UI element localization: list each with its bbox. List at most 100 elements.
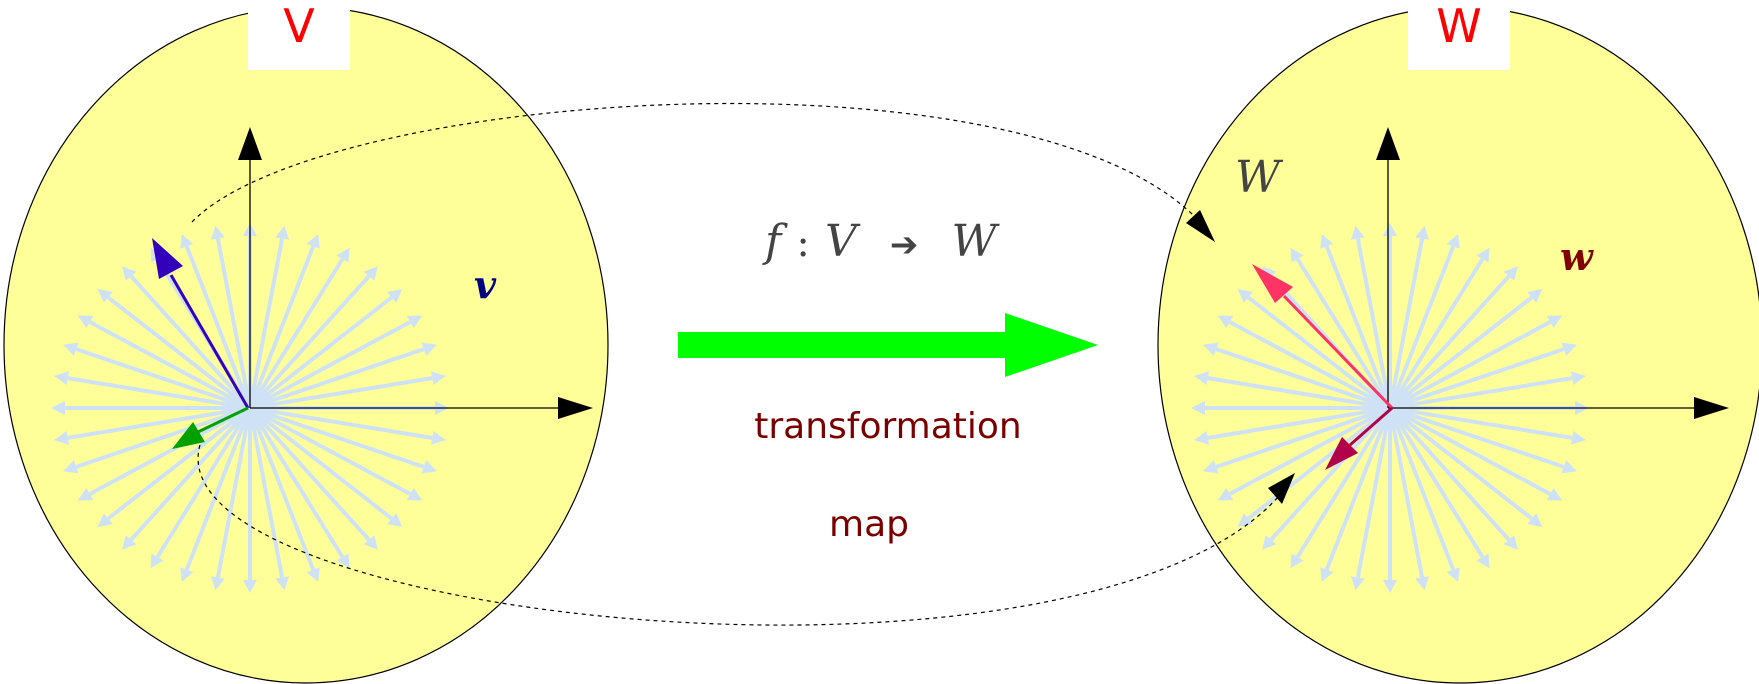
v-fan-arrowhead xyxy=(150,553,164,569)
v-fan-arrowhead xyxy=(180,234,194,249)
v-fan-ray xyxy=(248,406,371,542)
v-fan-arrowhead xyxy=(122,266,137,281)
v-fan-arrowhead xyxy=(430,371,446,386)
v-fan-ray xyxy=(184,407,252,571)
w-fan-ray xyxy=(1388,406,1485,559)
w-fan-ray xyxy=(1389,320,1552,410)
v-fan-ray xyxy=(248,406,345,559)
set-v: V v xyxy=(3,0,609,684)
w-fan-arrowhead xyxy=(1446,234,1460,249)
codomain-symbol: W xyxy=(951,216,1000,267)
mapping-notation: f : V ➔ W xyxy=(762,216,1000,267)
v-fan-arrowhead xyxy=(306,234,320,249)
w-fan-arrowhead xyxy=(1237,513,1253,527)
w-fan-ray xyxy=(1295,406,1392,559)
v-x-axis-arrowhead xyxy=(558,397,593,419)
v-fan-arrowhead xyxy=(63,342,79,356)
v-fan-arrowhead xyxy=(97,513,113,527)
w-fan-arrowhead xyxy=(1290,553,1304,569)
v-fan-ray xyxy=(248,238,285,409)
v-fan-arrowhead xyxy=(406,315,423,329)
w-fan-arrowhead xyxy=(1527,513,1543,527)
v-vector-fan xyxy=(51,222,449,594)
v-fan-ray xyxy=(249,406,425,469)
w-fan-arrowhead xyxy=(1320,567,1334,582)
v-vector-label: v xyxy=(474,262,497,307)
w-fan-arrowhead xyxy=(1290,247,1304,263)
v-fan-arrowhead xyxy=(210,576,225,591)
upper-mapping-arrowhead xyxy=(1186,210,1215,242)
v-fan-arrowhead xyxy=(210,225,225,240)
w-fan-ray xyxy=(1324,407,1392,571)
set-v-label-box xyxy=(248,0,350,70)
v-fan-arrowhead xyxy=(430,430,446,445)
set-w-region xyxy=(1157,6,1759,684)
v-fan-arrowhead xyxy=(243,580,257,594)
w-y-axis-arrowhead xyxy=(1376,127,1400,160)
w-fan-ray xyxy=(1388,238,1425,409)
function-symbol: f xyxy=(762,216,788,267)
lower-mapping-arrowhead xyxy=(1268,473,1295,504)
w-fan-ray xyxy=(1295,257,1392,410)
w-fan-arrowhead xyxy=(1194,371,1210,386)
w-fan-ray xyxy=(1389,406,1565,469)
w-fan-ray xyxy=(1388,257,1485,410)
upper-mapping-curve xyxy=(191,102,1201,223)
set-v-label: V xyxy=(283,0,315,53)
w-fan-arrowhead xyxy=(1503,266,1518,281)
v-fan-arrowhead xyxy=(275,576,290,591)
w-second-vector-arrowhead xyxy=(1325,437,1358,470)
w-fan-arrowhead xyxy=(1527,289,1543,303)
v-fan-ray xyxy=(248,295,393,410)
w-fan-ray xyxy=(1389,406,1552,496)
caption-map: map xyxy=(829,504,909,545)
v-fan-ray xyxy=(215,407,252,578)
w-space-label: W xyxy=(1235,152,1284,203)
v-fan-arrowhead xyxy=(63,460,79,474)
v-fan-ray xyxy=(184,245,252,409)
w-fan-ray xyxy=(1324,245,1392,409)
v-fan-arrowhead xyxy=(421,342,437,356)
w-fan-arrowhead xyxy=(1203,460,1219,474)
w-fan-arrowhead xyxy=(1203,342,1219,356)
v-fan-ray xyxy=(248,407,316,571)
v-fan-arrowhead xyxy=(97,289,113,303)
w-fan-arrowhead xyxy=(1350,576,1365,591)
w-fan-arrowhead xyxy=(1262,535,1277,550)
v-fan-ray xyxy=(249,406,433,440)
w-fan-arrowhead xyxy=(1194,430,1210,445)
set-w-label-box xyxy=(1408,0,1510,70)
v-fan-ray xyxy=(248,257,345,410)
lower-mapping-curve xyxy=(197,444,1281,626)
w-second-vector-arrow xyxy=(1349,406,1393,447)
v-fan-ray xyxy=(248,407,285,578)
w-fan-arrowhead xyxy=(1476,247,1490,263)
w-fan-ray xyxy=(1388,274,1511,410)
w-fan-arrowhead xyxy=(1415,576,1430,591)
v-fan-ray xyxy=(107,295,252,410)
v-fan-arrowhead xyxy=(336,553,350,569)
w-fan-ray xyxy=(1388,407,1425,578)
v-fan-ray xyxy=(155,406,252,559)
transformation-arrow xyxy=(678,313,1098,377)
mapping-colon: : xyxy=(796,220,809,266)
w-fan-arrowhead xyxy=(1217,487,1234,501)
w-fan-ray xyxy=(1215,347,1391,410)
w-fan-arrowhead xyxy=(1561,460,1577,474)
w-fan-arrowhead xyxy=(1570,430,1586,445)
maps-to-arrow: ➔ xyxy=(890,225,919,265)
v-fan-arrowhead xyxy=(77,487,94,501)
v-fan-arrowhead xyxy=(54,371,70,386)
v-fan-ray xyxy=(129,274,252,410)
w-fan-arrowhead xyxy=(1217,315,1234,329)
w-fan-ray xyxy=(1247,406,1392,521)
v-fan-arrowhead xyxy=(421,460,437,474)
w-fan-ray xyxy=(1355,238,1392,409)
v-fan-ray xyxy=(215,238,252,409)
v-fan-ray xyxy=(88,406,251,496)
v-second-vector-arrowhead xyxy=(172,422,205,449)
v-fan-ray xyxy=(75,347,251,410)
v-fan-arrowhead xyxy=(51,401,65,415)
w-fan-ray xyxy=(1247,295,1392,410)
